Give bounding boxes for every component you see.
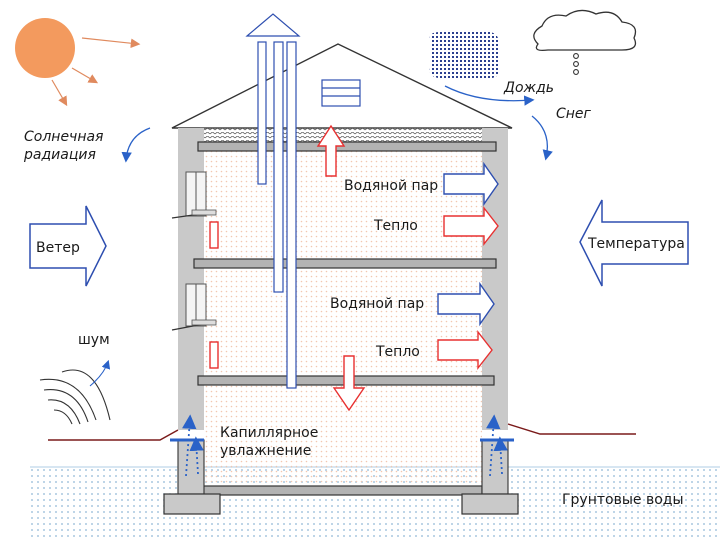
wind-label: Ветер (36, 240, 80, 256)
ground-line (48, 429, 179, 441)
rain-patch (429, 32, 500, 79)
window-lower (171, 283, 217, 331)
vapor-label-top: Водяной пар (344, 178, 439, 194)
roof-vent-icon (321, 79, 361, 107)
vapor-arrow-top-icon (443, 161, 499, 207)
capillary-arrows-icon (182, 414, 508, 477)
chimney (245, 13, 301, 389)
vapor-arrow-mid-icon (437, 281, 495, 327)
capillary-label: Капиллярное увлажнение (220, 425, 319, 459)
cloud-icon (533, 9, 637, 75)
snow-label: Снег (556, 106, 591, 122)
heat-arrow-mid-icon (437, 329, 493, 371)
solar-arrow-icon (121, 127, 151, 163)
heat-down-arrow-icon (332, 355, 366, 412)
sun-icon (15, 18, 141, 107)
floor-slab-top (197, 141, 497, 152)
noise-waves-icon (39, 359, 111, 425)
snow-arrow-icon (531, 115, 553, 161)
solar-radiation-label: Солнечная радиация (24, 129, 104, 163)
floor-slab-base (199, 485, 483, 496)
interior (204, 146, 482, 484)
rain-label: Дождь (504, 80, 555, 96)
noise-label: шум (78, 332, 110, 348)
radiator-lower (209, 341, 219, 369)
radiator-upper (209, 221, 219, 249)
temperature-arrow-icon (579, 199, 689, 287)
ground-line-right (507, 423, 636, 435)
wind-arrow-icon (29, 205, 107, 287)
vapor-label-mid: Водяной пар (330, 296, 425, 312)
temperature-label: Температура (588, 236, 685, 252)
heat-arrow-top-icon (443, 205, 499, 247)
attic-insulation (199, 127, 485, 143)
heat-label-mid: Тепло (376, 344, 420, 360)
groundwater-label: Грунтовые воды (562, 492, 684, 508)
heat-label-top: Тепло (374, 218, 418, 234)
floor-slab-mid (193, 258, 497, 269)
heat-rise-arrow-icon (316, 124, 346, 177)
foundation-right (461, 438, 519, 515)
window-upper (171, 171, 217, 219)
rain-arrow-icon (444, 85, 535, 106)
